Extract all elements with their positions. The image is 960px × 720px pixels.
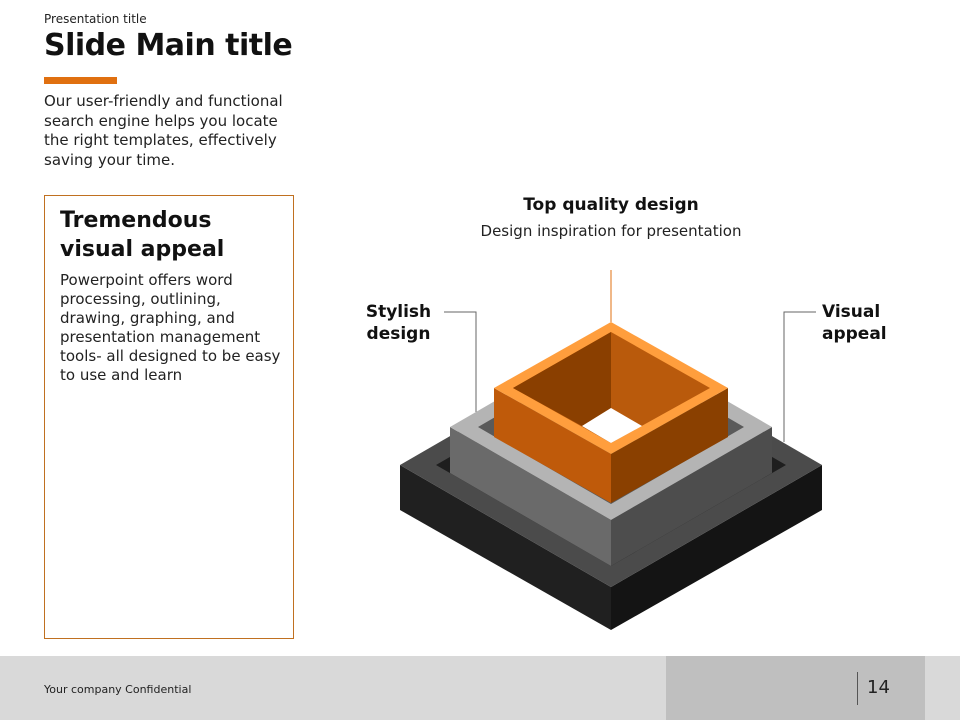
isometric-layers-diagram — [400, 270, 822, 630]
intro-text: Our user-friendly and functional search … — [44, 92, 283, 169]
right-label: Visual appeal — [822, 302, 887, 344]
page-number-divider — [857, 672, 858, 705]
title-accent-bar — [44, 77, 117, 84]
top-layer — [494, 322, 728, 503]
card-title: Tremendous visual appeal — [60, 208, 225, 262]
left-leader-line — [444, 311, 477, 412]
top-label: Top quality design — [523, 195, 699, 215]
presentation-title: Presentation title — [44, 12, 147, 26]
card-body: Powerpoint offers word processing, outli… — [60, 271, 281, 384]
slide-main-title: Slide Main title — [44, 28, 293, 63]
info-card: Tremendous visual appeal Powerpoint offe… — [44, 195, 294, 639]
right-leader-line — [783, 311, 816, 442]
top-sublabel: Design inspiration for presentation — [480, 222, 742, 240]
left-label: Stylish design — [365, 302, 432, 344]
confidential-text: Your company Confidential — [44, 683, 192, 696]
footer-page-panel — [666, 656, 925, 720]
page-number: 14 — [867, 677, 890, 698]
leader-lines — [444, 270, 816, 442]
